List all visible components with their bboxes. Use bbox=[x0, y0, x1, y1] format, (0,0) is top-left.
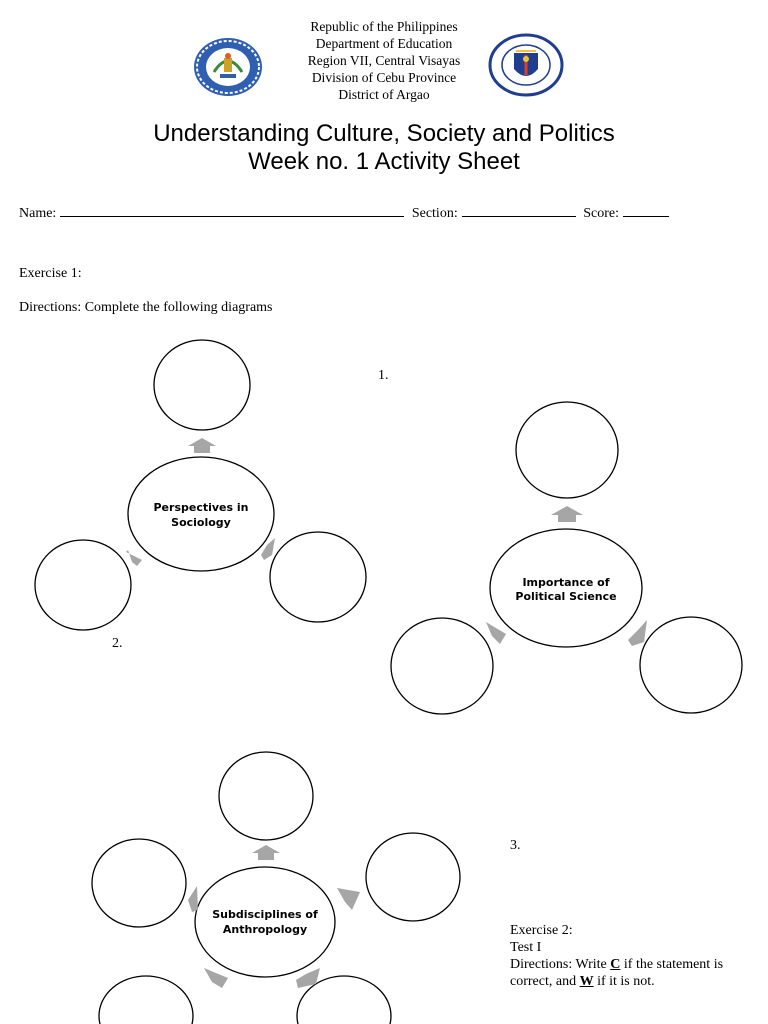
deped-seal-logo bbox=[488, 33, 564, 97]
score-field[interactable] bbox=[622, 204, 669, 217]
arrow-icon bbox=[628, 620, 647, 646]
arrow-icon bbox=[261, 538, 275, 560]
diagram-number: 3. bbox=[510, 838, 521, 853]
section-label: Section: bbox=[411, 206, 458, 221]
center-circle bbox=[127, 456, 275, 572]
blank-circle[interactable] bbox=[98, 975, 194, 1024]
directions-prefix: Directions: Write bbox=[510, 957, 607, 972]
center-label: Sociology bbox=[171, 516, 231, 529]
directions-mid: if the statement is bbox=[620, 957, 724, 972]
arrow-up-icon bbox=[252, 845, 280, 860]
blank-circle[interactable] bbox=[390, 617, 494, 715]
exercise2-directions-line1: Directions: Write C if the statement is bbox=[510, 956, 723, 973]
correct-letter: C bbox=[610, 957, 621, 972]
arrow-icon bbox=[126, 550, 142, 566]
center-circle bbox=[489, 528, 643, 648]
exercise2-directions-line2: correct, and W if it is not. bbox=[510, 973, 723, 990]
school-seal-logo bbox=[194, 38, 262, 96]
name-label: Name: bbox=[19, 206, 57, 221]
center-label: Perspectives in bbox=[154, 501, 249, 514]
arrow-up-icon bbox=[188, 438, 216, 453]
center-label: Political Science bbox=[515, 590, 616, 603]
blank-circle[interactable] bbox=[34, 539, 132, 631]
title-line-2: Week no. 1 Activity Sheet bbox=[248, 148, 520, 175]
header-line: Republic of the Philippines bbox=[310, 19, 458, 34]
exercise2-block: Exercise 2: Test I Directions: Write C i… bbox=[510, 922, 723, 990]
arrow-icon bbox=[486, 622, 506, 644]
center-label: Importance of bbox=[522, 576, 609, 589]
arrow-icon bbox=[296, 968, 320, 988]
directions-line2-prefix: correct, and bbox=[510, 974, 577, 989]
exercise1-label: Exercise 1: bbox=[19, 266, 82, 281]
header-line: Region VII, Central Visayas bbox=[307, 53, 461, 68]
exercise1-directions: Directions: Complete the following diagr… bbox=[19, 300, 273, 315]
blank-circle[interactable] bbox=[639, 616, 743, 714]
arrow-icon bbox=[337, 888, 360, 910]
title-line-1: Understanding Culture, Society and Polit… bbox=[153, 120, 615, 147]
arrow-icon bbox=[188, 886, 198, 912]
directions-suffix: if it is not. bbox=[597, 974, 655, 989]
issuing-office-header: Republic of the Philippines Department o… bbox=[260, 18, 508, 103]
diagram-number: 2. bbox=[112, 636, 123, 651]
blank-circle[interactable] bbox=[218, 751, 314, 841]
blank-circle[interactable] bbox=[91, 838, 187, 928]
diagram-number: 1. bbox=[378, 368, 389, 383]
wrong-letter: W bbox=[579, 974, 594, 989]
header-line: Division of Cebu Province bbox=[311, 70, 457, 85]
exercise2-label: Exercise 2: bbox=[510, 923, 573, 938]
center-circle bbox=[194, 866, 336, 978]
arrow-up-icon bbox=[551, 506, 583, 522]
blank-circle[interactable] bbox=[269, 531, 367, 623]
name-field[interactable] bbox=[60, 204, 405, 217]
student-info-row: Name: Section: Score: bbox=[19, 204, 673, 222]
blank-circle[interactable] bbox=[365, 832, 461, 922]
blank-circle[interactable] bbox=[515, 401, 619, 499]
header-line: Department of Education bbox=[315, 36, 453, 51]
document-title: Understanding Culture, Society and Polit… bbox=[0, 120, 768, 176]
header-line: District of Argao bbox=[338, 87, 430, 102]
center-label: Anthropology bbox=[223, 923, 307, 936]
score-label: Score: bbox=[583, 206, 619, 221]
center-label: Subdisciplines of bbox=[212, 908, 318, 921]
blank-circle[interactable] bbox=[296, 975, 392, 1024]
blank-circle[interactable] bbox=[153, 339, 251, 431]
arrow-icon bbox=[204, 968, 228, 988]
section-field[interactable] bbox=[461, 204, 576, 217]
test-label: Test I bbox=[510, 940, 542, 955]
